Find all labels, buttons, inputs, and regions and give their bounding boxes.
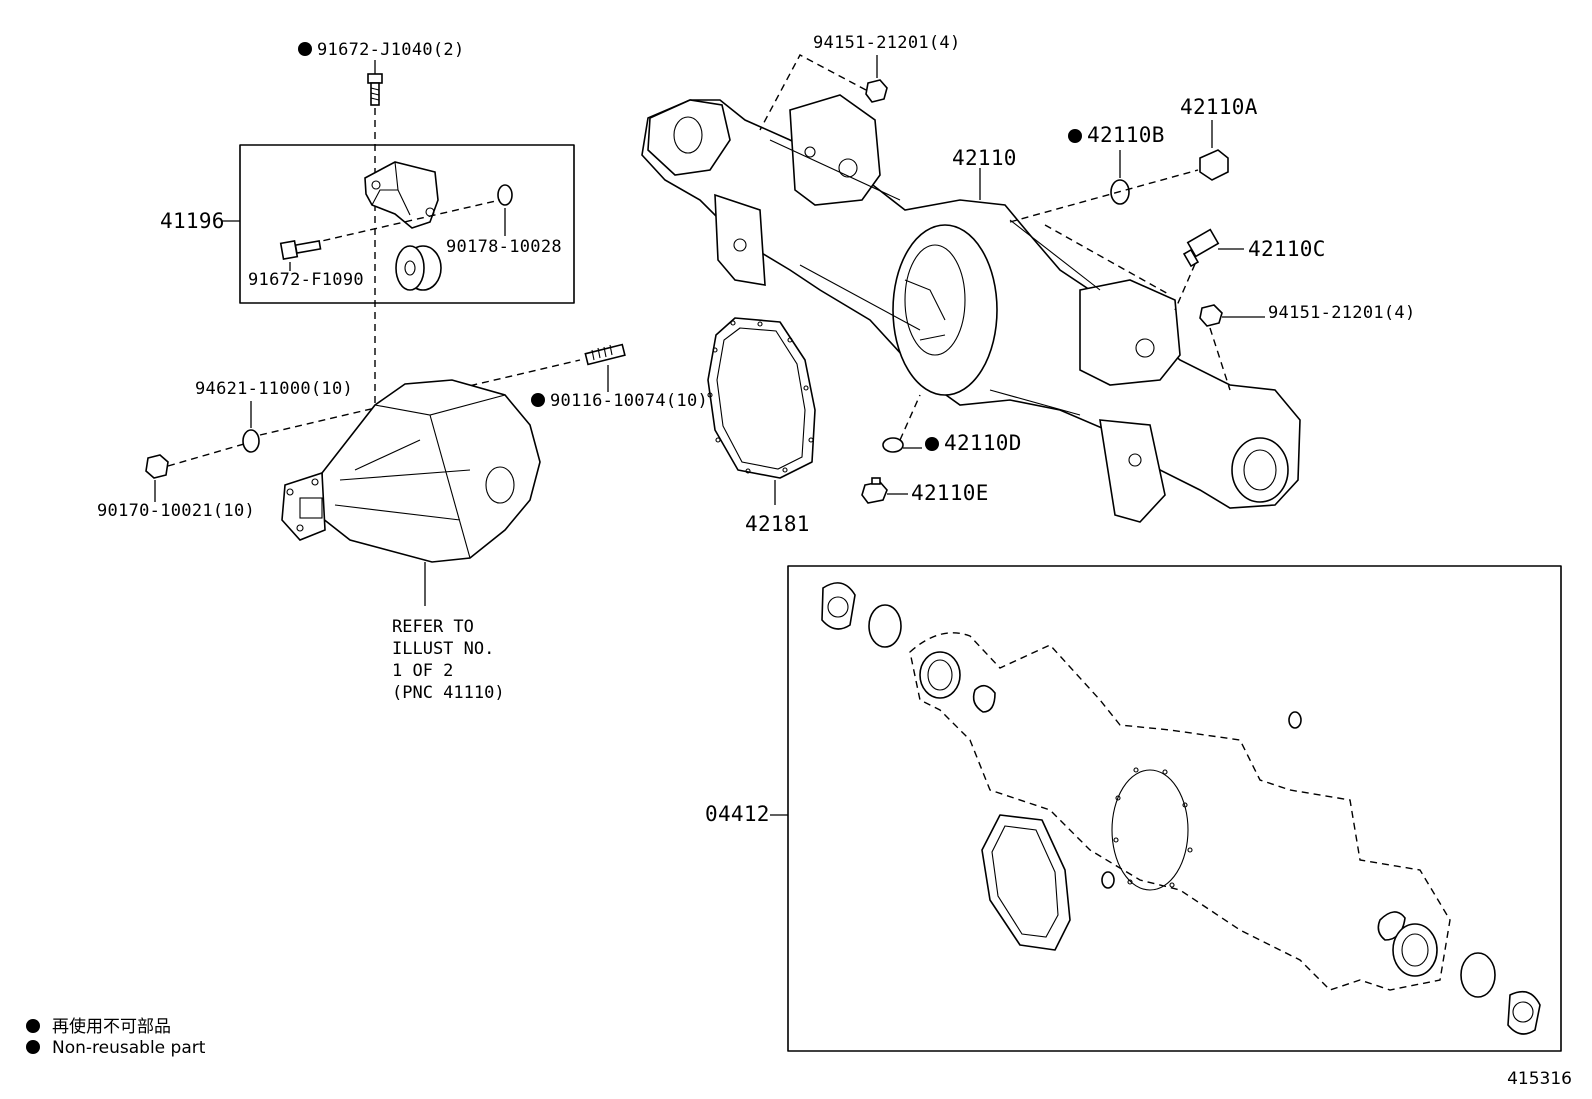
kit-box-41196 bbox=[239, 144, 575, 304]
label-42110d: 42110D bbox=[925, 433, 1022, 454]
label-42110b: 42110B bbox=[1068, 125, 1165, 146]
label-41196: 41196 bbox=[160, 209, 225, 233]
washer-90178 bbox=[497, 184, 513, 206]
non-reusable-dot-icon bbox=[1068, 129, 1082, 143]
reference-note-line: ILLUST NO. bbox=[392, 639, 495, 659]
label-90178-10028: 90178-10028 bbox=[446, 237, 562, 257]
reference-note-line: REFER TO bbox=[392, 617, 474, 637]
bolt-91672-j1040 bbox=[367, 60, 383, 106]
legend-english: Non-reusable part bbox=[26, 1038, 205, 1058]
non-reusable-dot-icon bbox=[925, 437, 939, 451]
legend-japanese: 再使用不可部品 bbox=[26, 1012, 171, 1037]
nut-90170 bbox=[145, 454, 169, 479]
nut-94151-right bbox=[1199, 304, 1223, 327]
washer-94621 bbox=[242, 429, 260, 453]
kit-box-04412 bbox=[787, 565, 1562, 1052]
gasket-42110d bbox=[882, 437, 904, 453]
non-reusable-dot-icon bbox=[26, 1019, 40, 1033]
label-42110c: 42110C bbox=[1248, 237, 1326, 261]
differential-carrier bbox=[281, 379, 541, 563]
bolt-91672-f1090 bbox=[279, 239, 322, 261]
stud-90116 bbox=[584, 343, 626, 366]
label-91672-f1090: 91672-F1090 bbox=[248, 270, 364, 290]
label-90116-10074: 90116-10074(10) bbox=[531, 393, 708, 410]
gasket-42181 bbox=[707, 317, 816, 479]
nut-94151-top bbox=[865, 79, 888, 103]
label-42181: 42181 bbox=[745, 512, 810, 536]
breather-42110c bbox=[1182, 228, 1220, 268]
label-42110e: 42110E bbox=[911, 481, 989, 505]
label-90170-10021: 90170-10021(10) bbox=[97, 501, 256, 521]
plug-42110e bbox=[861, 477, 888, 504]
label-42110a: 42110A bbox=[1180, 95, 1258, 119]
reference-note-line: (PNC 41110) bbox=[392, 683, 505, 703]
reference-note-line: 1 OF 2 bbox=[392, 661, 454, 681]
label-04412: 04412 bbox=[705, 802, 770, 826]
label-94151-21201-top: 94151-21201(4) bbox=[813, 33, 961, 53]
axle-housing-42110 bbox=[641, 94, 1301, 523]
non-reusable-dot-icon bbox=[298, 42, 312, 56]
label-94621-11000: 94621-11000(10) bbox=[195, 379, 354, 399]
cushion bbox=[395, 245, 442, 291]
illustration-number: 415316 bbox=[1507, 1069, 1572, 1089]
plug-42110a bbox=[1199, 149, 1229, 181]
gasket-kit-contents bbox=[821, 582, 1541, 1035]
non-reusable-dot-icon bbox=[26, 1040, 40, 1054]
label-42110: 42110 bbox=[952, 146, 1017, 170]
non-reusable-dot-icon bbox=[531, 393, 545, 407]
label-91672-j1040: 91672-J1040(2) bbox=[298, 42, 465, 59]
label-94151-21201-right: 94151-21201(4) bbox=[1268, 303, 1416, 323]
bracket bbox=[364, 161, 439, 229]
